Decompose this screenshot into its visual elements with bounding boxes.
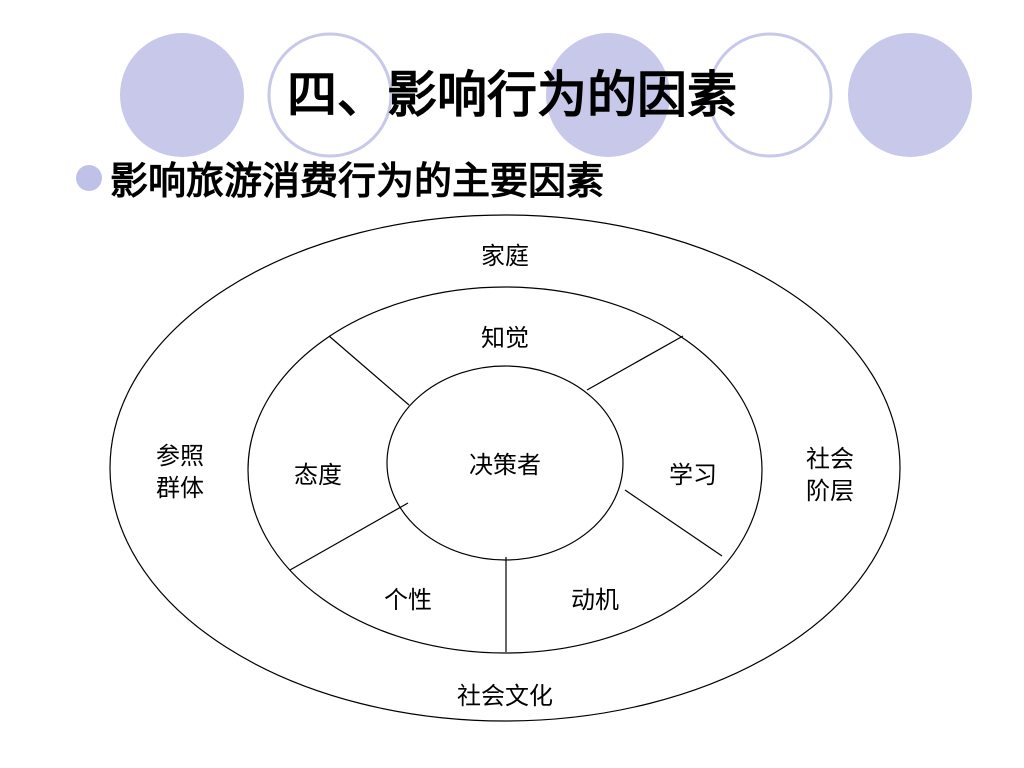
label-social-culture: 社会文化 [457,682,553,710]
label-social-class-line2: 阶层 [806,477,854,505]
label-social-class: 社会 阶层 [790,443,870,507]
divider-lower-left [289,502,409,571]
slide-title: 四、影响行为的因素 [287,66,737,124]
deco-circle-filled [546,33,670,157]
divider-upper-right [586,335,684,391]
bullet-text: 影响旅游消费行为的主要因素 [110,159,605,203]
decorative-circles [120,32,972,158]
label-learning: 学习 [669,461,717,489]
label-reference-group: 参照 群体 [140,440,220,504]
bullet-dot-icon [76,164,102,191]
label-motivation: 动机 [571,586,619,614]
label-social-class-line1: 社会 [806,445,854,473]
label-reference-group-line1: 参照 [156,442,204,470]
middle-ellipse [247,286,763,654]
divider-lower-right [624,489,723,557]
deco-circle-filled [120,33,244,157]
label-decision-maker: 决策者 [469,451,541,479]
divider-upper-left [328,335,410,406]
bullet-item: 影响旅游消费行为的主要因素 [76,150,604,205]
label-personality: 个性 [384,586,432,614]
label-reference-group-line2: 群体 [156,474,204,502]
deco-circle-filled [848,33,972,157]
deco-circle-outline [267,32,393,158]
center-ellipse [386,365,624,561]
label-perception: 知觉 [481,324,529,352]
outer-ellipse [109,214,901,722]
deco-circle-outline [707,32,833,158]
label-family: 家庭 [481,242,529,270]
label-attitude: 态度 [294,461,342,489]
